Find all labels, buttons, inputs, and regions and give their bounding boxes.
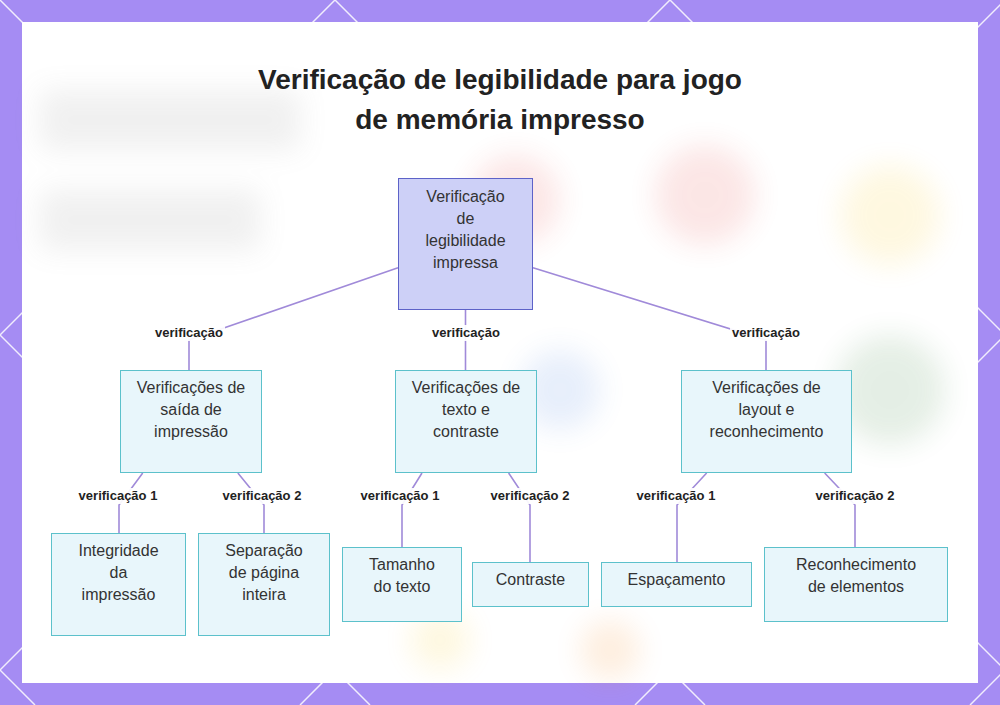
check-box: Reconhecimento de elementos — [764, 547, 948, 622]
connector-line — [533, 268, 766, 370]
edge-label: verificação 1 — [359, 488, 442, 504]
title-text: Verificação de legibilidade para jogo de… — [250, 60, 750, 140]
edge-label: verificação 1 — [635, 488, 718, 504]
check-box: Espaçamento — [601, 562, 752, 607]
node-text: Verificações de saída de impressão — [135, 377, 247, 443]
edge-label: verificação 2 — [221, 488, 304, 504]
node-text: Separação de página inteira — [219, 540, 309, 606]
connector-line — [677, 473, 707, 562]
node-text: Tamanho do texto — [359, 554, 445, 598]
diagram-title: Verificação de legibilidade para jogo de… — [250, 60, 750, 140]
node-text: Verificações de texto e contraste — [410, 377, 522, 443]
edge-label: verificação — [730, 325, 802, 341]
root-box: Verificação de legibilidade impressa — [398, 178, 533, 310]
connector-line — [825, 473, 855, 547]
edge-label: verificação — [430, 325, 502, 341]
edge-label: verificação 2 — [489, 488, 572, 504]
node-text: Reconhecimento de elementos — [790, 554, 922, 598]
check-box: Separação de página inteira — [198, 533, 330, 636]
node-text: Integridade da impressão — [72, 540, 165, 606]
category-box: Verificações de layout e reconhecimento — [681, 370, 852, 473]
category-box: Verificações de texto e contraste — [395, 370, 537, 473]
node-text: Espaçamento — [610, 569, 743, 591]
edge-label: verificação 2 — [814, 488, 897, 504]
check-box: Tamanho do texto — [342, 547, 462, 622]
node-text: Verificação de legibilidade impressa — [417, 186, 514, 274]
connector-line — [509, 473, 530, 562]
check-box: Integridade da impressão — [51, 533, 186, 636]
faded-illustration — [40, 90, 945, 680]
check-box: Contraste — [472, 562, 589, 607]
edge-label: verificação — [153, 325, 225, 341]
edge-label: verificação 1 — [77, 488, 160, 504]
node-text: Verificações de layout e reconhecimento — [694, 377, 839, 443]
category-box: Verificações de saída de impressão — [120, 370, 262, 473]
connector-line — [402, 473, 422, 547]
node-text: Contraste — [481, 569, 580, 591]
content-panel — [22, 22, 978, 683]
connector-line — [189, 268, 398, 370]
